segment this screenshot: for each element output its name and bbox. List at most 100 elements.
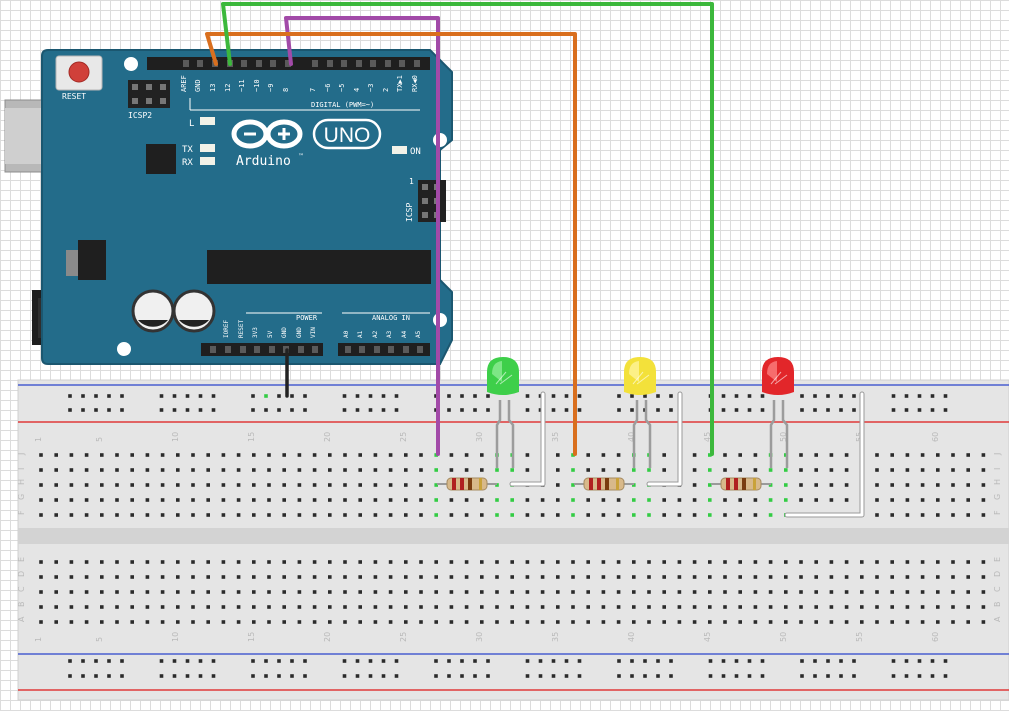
breadboard-hole — [221, 605, 226, 609]
breadboard-hole — [115, 483, 119, 487]
breadboard-hole — [100, 453, 104, 457]
breadboard-hole — [176, 590, 180, 594]
rail-hole — [342, 674, 347, 678]
breadboard-hole — [738, 513, 742, 517]
rail-hole — [930, 394, 935, 398]
breadboard-hole — [236, 513, 241, 517]
rail-hole — [813, 408, 817, 412]
breadboard-hole — [510, 468, 514, 472]
breadboard-hole — [632, 590, 636, 594]
breadboard-hole — [388, 513, 393, 517]
rail-hole — [94, 659, 98, 663]
breadboard-hole — [768, 468, 773, 472]
rail-hole — [917, 408, 922, 412]
header-pin — [240, 346, 246, 353]
breadboard-hole — [844, 483, 849, 487]
pin-label-3v3: 3V3 — [252, 327, 259, 338]
on-led — [392, 146, 407, 154]
breadboard-hole — [115, 575, 119, 579]
breadboard-hole — [647, 620, 651, 624]
breadboard-hole — [145, 605, 150, 609]
rail-hole — [185, 394, 190, 398]
breadboard-hole — [875, 560, 879, 564]
rail-hole — [394, 659, 399, 663]
breadboard-hole — [951, 605, 955, 609]
breadboard-hole — [236, 468, 241, 472]
row-letter: J — [17, 453, 26, 456]
rail-hole — [264, 659, 268, 663]
pin-label-3: ~3 — [367, 84, 375, 92]
breadboard-hole — [692, 560, 697, 564]
breadboard-hole — [434, 575, 438, 579]
rail-hole — [630, 408, 634, 412]
pin-label-4: 4 — [353, 88, 361, 92]
breadboard-hole — [480, 605, 484, 609]
rail-hole — [394, 408, 399, 412]
breadboard-hole — [69, 453, 74, 457]
row-letter: E — [993, 557, 1002, 562]
breadboard-hole — [495, 513, 499, 517]
breadboard-hole — [404, 483, 408, 487]
breadboard-hole — [236, 483, 241, 487]
breadboard-hole — [966, 605, 970, 609]
breadboard-hole — [206, 498, 210, 502]
breadboard-hole — [829, 620, 834, 624]
breadboard-hole — [525, 620, 530, 624]
rail-hole — [551, 408, 556, 412]
pin-label-0: RX◀0 — [411, 75, 419, 92]
breadboard-hole — [449, 513, 454, 517]
breadboard-hole — [84, 620, 89, 624]
breadboard-hole — [312, 560, 317, 564]
breadboard-center-channel — [18, 528, 1009, 544]
rail-hole — [630, 674, 634, 678]
trademark-label: ™ — [298, 153, 304, 160]
breadboard-hole — [176, 575, 180, 579]
rail-hole — [460, 408, 464, 412]
breadboard-hole — [814, 605, 818, 609]
breadboard-hole — [373, 620, 378, 624]
breadboard-hole — [905, 513, 910, 517]
breadboard-hole — [388, 620, 393, 624]
breadboard-hole — [39, 513, 43, 517]
breadboard-hole — [236, 575, 241, 579]
breadboard-hole — [920, 620, 925, 624]
rail-hole — [904, 659, 909, 663]
led-legs — [495, 400, 789, 468]
rail-hole — [342, 659, 347, 663]
header-pin — [359, 346, 365, 353]
breadboard-hole — [525, 513, 530, 517]
rail-hole — [564, 394, 569, 398]
breadboard-hole — [69, 483, 74, 487]
rail-hole — [760, 674, 765, 678]
breadboard-hole — [434, 513, 438, 517]
breadboard-hole — [556, 575, 560, 579]
breadboard-hole — [145, 575, 150, 579]
breadboard-hole — [312, 483, 317, 487]
breadboard-hole — [586, 590, 590, 594]
rail-hole — [708, 659, 713, 663]
header-pin — [327, 60, 333, 67]
breadboard-hole — [297, 453, 302, 457]
breadboard-hole — [221, 483, 226, 487]
rail-hole — [172, 659, 177, 663]
column-number: 40 — [627, 632, 636, 642]
breadboard-hole — [160, 590, 165, 594]
row-letter: G — [17, 494, 26, 500]
breadboard-hole — [480, 513, 484, 517]
breadboard-hole — [464, 590, 469, 594]
rail-hole — [564, 659, 569, 663]
breadboard-hole — [328, 513, 332, 517]
breadboard-hole — [282, 483, 286, 487]
breadboard-hole — [616, 468, 621, 472]
column-number: 35 — [551, 632, 560, 642]
breadboard-hole — [221, 620, 226, 624]
breadboard-hole — [130, 590, 134, 594]
rail-hole — [891, 659, 896, 663]
breadboard-hole — [692, 590, 697, 594]
rail-hole — [486, 659, 490, 663]
breadboard-hole — [875, 605, 879, 609]
breadboard-hole — [571, 605, 575, 609]
breadboard-hole — [966, 468, 970, 472]
column-number: 60 — [931, 632, 940, 642]
rail-hole — [734, 674, 739, 678]
